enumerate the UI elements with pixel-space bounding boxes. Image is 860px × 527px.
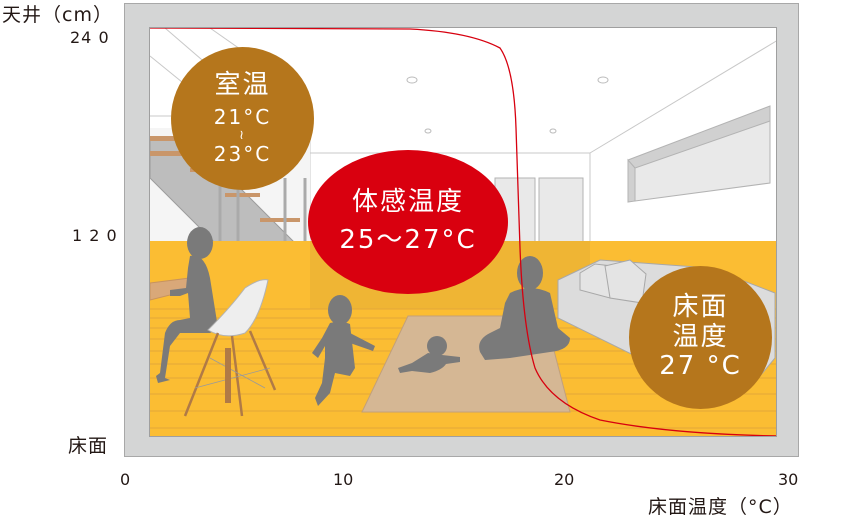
floor-temp-title-1: 床面 [672,291,729,322]
room-temp-min: 21°C [213,104,272,129]
floor-temp-value: 27 °C [659,351,742,382]
felt-temp-value: 25～27°C [339,225,477,255]
room-illustration: 室温 21°C ≀ 23°C 体感温度 25～27°C 床面 温度 27 °C [149,27,777,437]
y-axis-title: 天井（cm） [2,4,113,26]
x-tick-20: 20 [554,470,575,489]
x-axis-title: 床面温度（°C） [648,496,793,518]
y-tick-120: 1 2 0 [72,226,118,245]
room-temp-title: 室温 [214,70,271,101]
x-tick-30: 30 [778,470,799,489]
floor-temp-bubble: 床面 温度 27 °C [629,266,772,409]
room-temp-max: 23°C [213,141,272,166]
felt-temp-title: 体感温度 [351,187,464,218]
y-tick-240: 24 0 [70,28,110,47]
y-axis-floor-label: 床面 [68,435,109,457]
room-temp-range-separator: ≀ [239,127,246,143]
felt-temp-bubble: 体感温度 25～27°C [308,150,508,294]
x-tick-10: 10 [333,470,354,489]
room-temp-bubble: 室温 21°C ≀ 23°C [171,47,314,190]
floor-temp-title-2: 温度 [672,321,729,352]
x-tick-0: 0 [120,470,131,489]
